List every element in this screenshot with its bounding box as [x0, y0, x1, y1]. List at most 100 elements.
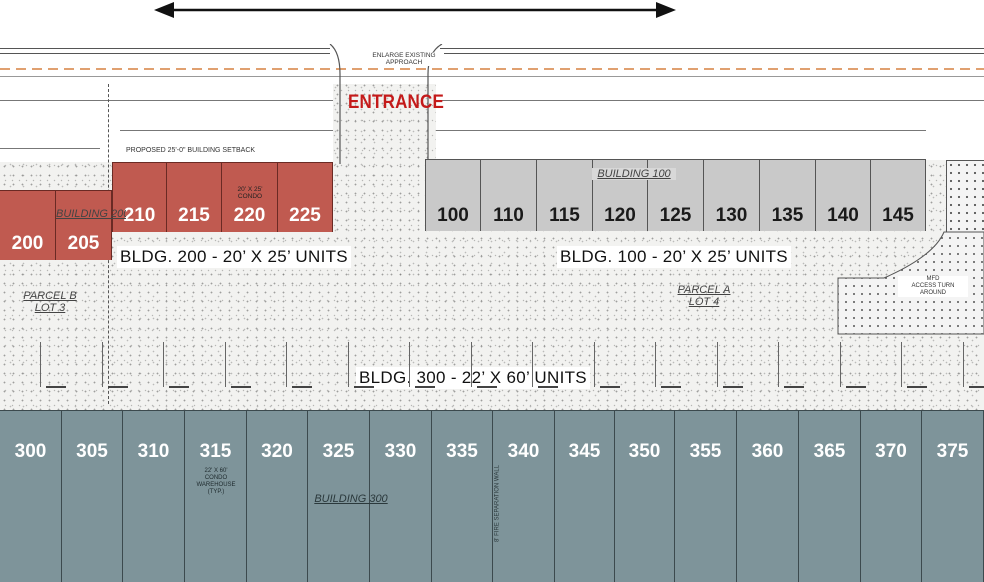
unit-number: 210 [123, 205, 156, 226]
setback-note: PROPOSED 25'-0" BUILDING SETBACK [126, 147, 256, 154]
parking-stripe [286, 342, 287, 387]
unit-number: 305 [76, 441, 108, 462]
building-300-plan-label: BUILDING 300 [314, 493, 388, 505]
unit-210[interactable]: 210 [112, 162, 167, 232]
unit-340[interactable]: 340 [493, 410, 555, 582]
unit-number: 310 [137, 441, 170, 462]
parking-stripe [962, 342, 964, 387]
parking-stripe [101, 342, 103, 387]
building-200-caption: BLDG. 200 - 20’ X 25’ UNITS [117, 246, 351, 268]
unit-note: 20' X 25' CONDO [237, 186, 263, 200]
unit-335[interactable]: 335 [432, 410, 493, 582]
unit-number: 220 [233, 205, 266, 226]
unit-130[interactable]: 130 [704, 159, 760, 231]
parking-stripe [593, 342, 595, 387]
unit-300[interactable]: 300 [0, 410, 62, 582]
parking-stripe [163, 342, 164, 387]
unit-number: 355 [689, 441, 722, 462]
unit-number: 340 [507, 441, 540, 462]
unit-number: 325 [322, 441, 355, 462]
unit-number: 100 [437, 205, 469, 226]
unit-320[interactable]: 320 [247, 410, 308, 582]
unit-number: 120 [604, 205, 636, 226]
unit-number: 345 [568, 441, 601, 462]
unit-200[interactable]: 200 [0, 190, 56, 260]
parking-stripe [839, 342, 841, 387]
wheel-stop [230, 386, 251, 388]
unit-number: 330 [384, 441, 417, 462]
unit-315[interactable]: 315 [185, 410, 247, 582]
wheel-stop [722, 386, 743, 388]
wheel-stop [968, 386, 984, 388]
unit-115[interactable]: 115 [537, 159, 593, 231]
unit-number: 115 [549, 205, 580, 226]
wheel-stop [292, 386, 312, 388]
unit-310[interactable]: 310 [123, 410, 185, 582]
entrance-label: ENTRANCE [348, 90, 445, 113]
unit-number: 140 [827, 205, 859, 226]
unit-number: 320 [261, 441, 293, 462]
turnaround-hatch-top [946, 160, 984, 234]
unit-365[interactable]: 365 [799, 410, 861, 582]
approach-note: ENLARGE EXISTING APPROACH [364, 52, 444, 66]
unit-100[interactable]: 100 [425, 159, 481, 231]
wheel-stop [907, 386, 927, 388]
wheel-stop [476, 386, 497, 388]
unit-number: 205 [67, 233, 100, 254]
unit-345[interactable]: 345 [555, 410, 615, 582]
wheel-stop [46, 386, 66, 388]
parking-stripe [778, 342, 779, 387]
unit-355[interactable]: 355 [675, 410, 737, 582]
parking-stripe [716, 342, 718, 387]
unit-number: 365 [813, 441, 846, 462]
unit-number: 370 [875, 441, 907, 462]
unit-360[interactable]: 360 [737, 410, 799, 582]
unit-370[interactable]: 370 [861, 410, 922, 582]
unit-number: 315 [199, 441, 232, 462]
unit-225[interactable]: 225 [278, 162, 333, 232]
building-100-caption: BLDG. 100 - 20’ X 25’ UNITS [557, 246, 791, 268]
wheel-stop [169, 386, 189, 388]
parcel-a-label: PARCEL A LOT 4 [677, 284, 731, 308]
wheel-stop [538, 386, 558, 388]
unit-300-note: 22' X 60' CONDO WAREHOUSE (TYP.) [196, 468, 236, 495]
parking-stripe [409, 342, 410, 387]
unit-number: 225 [289, 205, 321, 226]
fire-turnaround-note: MFD ACCESS TURN AROUND [898, 276, 968, 297]
wheel-stop [353, 386, 374, 388]
unit-145[interactable]: 145 [871, 159, 926, 231]
wheel-stop [599, 386, 620, 388]
unit-number: 125 [659, 205, 692, 226]
unit-number: 110 [493, 205, 524, 226]
unit-number: 130 [715, 205, 748, 226]
unit-number: 360 [751, 441, 784, 462]
unit-number: 145 [882, 205, 914, 226]
unit-220[interactable]: 220 [222, 162, 278, 232]
parking-stripe [532, 342, 533, 387]
double-arrow-icon [154, 2, 676, 18]
unit-number: 135 [771, 205, 804, 226]
unit-350[interactable]: 350 [615, 410, 675, 582]
parcel-b-label: PARCEL B LOT 3 [23, 290, 77, 314]
unit-number: 335 [446, 441, 478, 462]
unit-number: 200 [11, 233, 44, 254]
unit-140[interactable]: 140 [816, 159, 871, 231]
unit-205[interactable]: 205 [56, 190, 112, 260]
lot-margin-left [0, 84, 333, 162]
unit-135[interactable]: 135 [760, 159, 816, 231]
building-200-plan-label: BUILDING 200 [56, 208, 126, 220]
unit-325[interactable]: 325 [308, 410, 370, 582]
unit-330[interactable]: 330 [370, 410, 432, 582]
unit-number: 215 [178, 205, 210, 226]
parking-stripe [40, 342, 41, 387]
wheel-stop [107, 386, 128, 388]
parking-stripe [470, 342, 472, 387]
unit-110[interactable]: 110 [481, 159, 537, 231]
wheel-stop [661, 386, 681, 388]
unit-305[interactable]: 305 [62, 410, 123, 582]
unit-375[interactable]: 375 [922, 410, 984, 582]
unit-215[interactable]: 215 [167, 162, 222, 232]
building-100-plan-label: BUILDING 100 [592, 168, 676, 180]
wheel-stop [784, 386, 804, 388]
